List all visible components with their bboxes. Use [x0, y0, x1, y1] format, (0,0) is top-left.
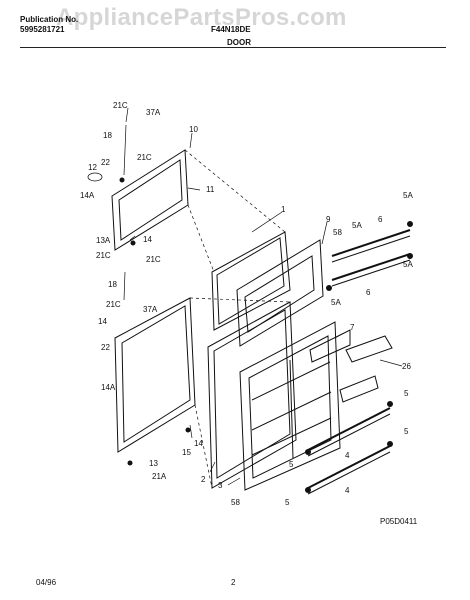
callout-22: 22: [101, 158, 110, 167]
callout-5: 5: [289, 460, 294, 469]
callout-13: 13: [149, 459, 158, 468]
callout-5A: 5A: [331, 298, 341, 307]
screw: [326, 285, 332, 291]
publication-number: 5995281721: [20, 25, 65, 34]
callout-5A: 5A: [403, 191, 413, 200]
freezer-shelf-bar: [331, 253, 411, 281]
callout-21C: 21C: [113, 101, 128, 110]
watermark: AppliancePartsPros.com: [56, 4, 347, 31]
callout-21C: 21C: [137, 153, 152, 162]
freezer-shelf-bar-edge: [331, 235, 411, 263]
header-rule: [20, 47, 446, 48]
callout-58: 58: [231, 498, 240, 507]
callout-21A: 21A: [152, 472, 167, 481]
egg-tray: [345, 335, 393, 363]
callout-12: 12: [88, 163, 97, 172]
freezer-door-liner-inner: [244, 255, 315, 333]
section-title: DOOR: [227, 38, 251, 47]
callout-2: 2: [201, 475, 206, 484]
callout-5: 5: [285, 498, 290, 507]
screw: [407, 221, 413, 227]
fresh-food-door-liner: [239, 321, 341, 491]
freezer-shelf-bar-edge: [331, 259, 411, 287]
fresh-food-door-panel: [207, 301, 297, 489]
fresh-food-shelf-bar-edge: [307, 451, 391, 495]
fresh-food-shelf-bar: [307, 407, 391, 451]
hinge-cap: [87, 172, 103, 182]
screw: [305, 449, 311, 455]
callout-21C: 21C: [106, 300, 121, 309]
screw: [407, 253, 413, 259]
fresh-food-gasket-inner: [121, 305, 191, 443]
fresh-food-door-liner-inner: [248, 335, 332, 479]
callout-10: 10: [189, 125, 198, 134]
callout-14: 14: [143, 235, 152, 244]
callout-6: 6: [378, 215, 383, 224]
screw: [119, 177, 125, 183]
screw: [185, 427, 191, 433]
screw: [387, 441, 393, 447]
figure-code: P05D0411: [380, 517, 418, 526]
screw: [305, 487, 311, 493]
freezer-door-panel: [211, 231, 291, 331]
fresh-food-door-panel-inner: [213, 309, 291, 479]
freezer-door-liner: [236, 239, 324, 347]
freezer-door-panel-inner: [216, 237, 285, 325]
page-number: 2: [231, 578, 236, 587]
callout-9: 9: [326, 215, 331, 224]
callout-14A: 14A: [101, 383, 116, 392]
callout-21C: 21C: [146, 255, 161, 264]
callout-58: 58: [333, 228, 342, 237]
callout-1: 1: [281, 205, 286, 214]
dairy-door: [309, 329, 351, 363]
callout-7: 7: [350, 323, 355, 332]
callout-4: 4: [345, 451, 350, 460]
fresh-food-shelf-bar: [307, 445, 391, 489]
callout-14A: 14A: [80, 191, 95, 200]
callout-3: 3: [218, 481, 223, 490]
freezer-gasket-inner: [118, 159, 183, 241]
callout-5A: 5A: [352, 221, 362, 230]
callout-15: 15: [182, 448, 191, 457]
callout-18: 18: [103, 131, 112, 140]
door-bin: [339, 375, 379, 403]
fresh-food-shelf-bar-edge: [307, 413, 391, 457]
callout-6: 6: [366, 288, 371, 297]
callout-5: 5: [404, 427, 409, 436]
callout-18: 18: [108, 280, 117, 289]
callout-4: 4: [345, 486, 350, 495]
publication-label: Publication No.: [20, 15, 79, 24]
door-shelf: [251, 417, 332, 456]
footer-date: 04/96: [36, 578, 57, 587]
callout-5: 5: [404, 389, 409, 398]
shelf-divider: [289, 359, 294, 459]
fresh-food-gasket: [114, 297, 196, 453]
callout-14: 14: [194, 439, 203, 448]
callout-5A: 5A: [403, 260, 413, 269]
callout-37A: 37A: [146, 108, 161, 117]
screw: [130, 240, 136, 246]
callout-26: 26: [402, 362, 411, 371]
screw: [387, 401, 393, 407]
model-number: F44N18DE: [211, 25, 251, 34]
callout-14: 14: [98, 317, 107, 326]
callout-13A: 13A: [96, 236, 111, 245]
callout-22: 22: [101, 343, 110, 352]
callout-21C: 21C: [96, 251, 111, 260]
callout-37A: 37A: [143, 305, 158, 314]
screw: [127, 460, 133, 466]
freezer-shelf-bar: [331, 229, 411, 257]
callout-11: 11: [206, 185, 215, 194]
